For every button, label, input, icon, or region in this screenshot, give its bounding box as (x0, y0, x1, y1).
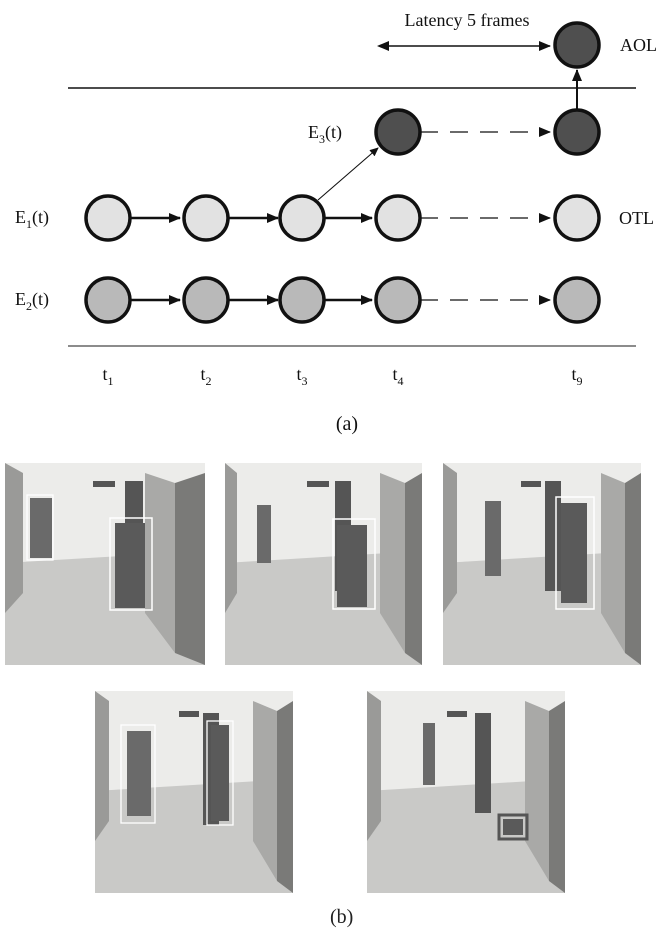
tick-t3: t3 (296, 364, 307, 388)
tick-t2: t2 (200, 364, 211, 388)
tick-t1: t1 (102, 364, 113, 388)
otl-label: OTL (619, 208, 654, 228)
tick-t4: t4 (392, 364, 403, 388)
row-label-e1: E1(t) (15, 207, 49, 231)
time-tick-labels: t1 t2 t3 t4 t9 (102, 364, 582, 388)
e2-node-t4 (374, 276, 422, 324)
row-label-e3: E3(t) (308, 122, 342, 146)
video-frame-2 (225, 463, 422, 665)
e1-node-t2 (182, 194, 230, 242)
tick-t9: t9 (571, 364, 582, 388)
aol-label: AOL (620, 35, 657, 55)
e2-node-t2 (182, 276, 230, 324)
e3-node-t4 (374, 108, 422, 156)
e1-node-t3 (278, 194, 326, 242)
row-label-e2: E2(t) (15, 289, 49, 313)
e2-row (84, 276, 601, 324)
video-frame-5 (367, 691, 565, 893)
spawn-arrow (317, 147, 379, 201)
e1-row (84, 194, 601, 242)
e2-node-t9 (553, 276, 601, 324)
aol-node (553, 21, 601, 69)
caption-a: (a) (336, 413, 358, 435)
e1-node-t4 (374, 194, 422, 242)
latency-label: Latency 5 frames (405, 10, 530, 30)
e1-node-t9 (553, 194, 601, 242)
video-frame-3 (443, 463, 641, 665)
e2-node-t1 (84, 276, 132, 324)
video-frame-1 (5, 463, 205, 665)
caption-b: (b) (330, 906, 354, 928)
e3-node-t9 (553, 108, 601, 156)
event-timeline-diagram: Latency 5 frames AOL E3(t) E1(t) OTL E2(… (15, 10, 657, 435)
e2-node-t3 (278, 276, 326, 324)
e1-node-t1 (84, 194, 132, 242)
video-frame-4 (95, 691, 293, 893)
